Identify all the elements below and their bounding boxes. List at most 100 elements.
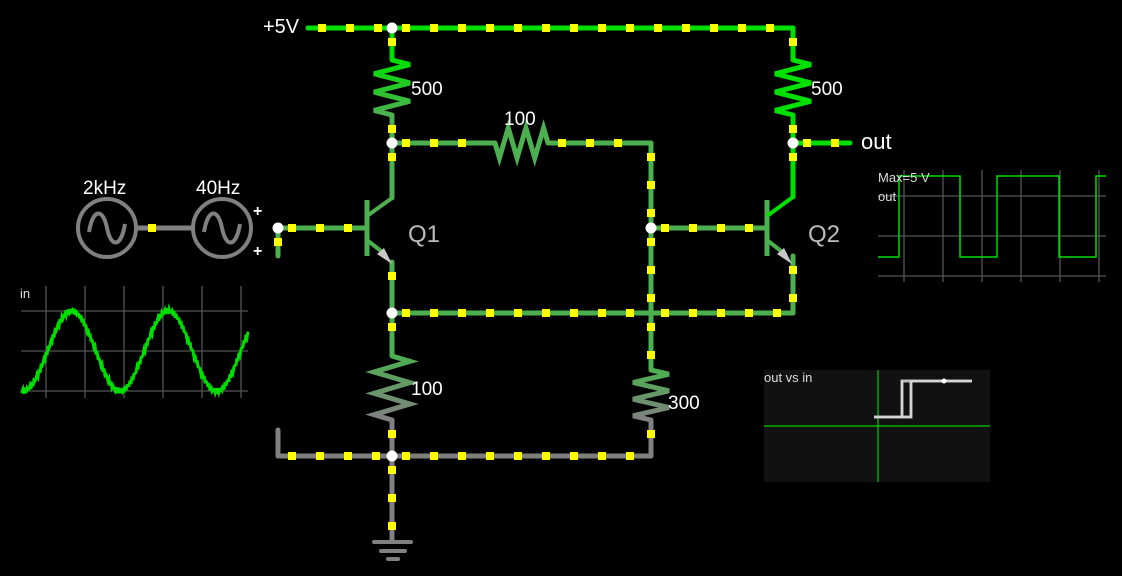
resistors bbox=[365, 57, 812, 423]
resistor-divider bbox=[632, 367, 670, 423]
current-dot bbox=[789, 153, 797, 161]
current-dot bbox=[626, 24, 634, 32]
q2-emitter-arrow-icon bbox=[777, 248, 792, 264]
current-dot bbox=[388, 430, 396, 438]
resistor-feedback bbox=[492, 119, 551, 167]
current-dot bbox=[388, 323, 396, 331]
transistor-q1[interactable] bbox=[364, 196, 394, 264]
current-dot bbox=[570, 24, 578, 32]
current-dot bbox=[626, 309, 634, 317]
junction-node bbox=[787, 137, 799, 149]
q2-collector-lead bbox=[765, 195, 795, 218]
supply-label: +5V bbox=[263, 16, 300, 38]
current-dot bbox=[789, 38, 797, 46]
q2-label: Q2 bbox=[808, 221, 840, 248]
junction-node bbox=[645, 222, 657, 234]
current-dot bbox=[789, 294, 797, 302]
current-dot bbox=[745, 224, 753, 232]
current-dot bbox=[689, 224, 697, 232]
current-dot bbox=[402, 139, 410, 147]
sine-source-icon bbox=[76, 197, 138, 259]
current-dot bbox=[316, 452, 324, 460]
current-dot bbox=[745, 309, 753, 317]
transistor-q2[interactable] bbox=[764, 195, 795, 264]
plus-sign-bottom: + bbox=[253, 243, 262, 260]
source-40hz[interactable] bbox=[191, 197, 253, 259]
current-dot bbox=[288, 452, 296, 460]
current-dot bbox=[430, 309, 438, 317]
current-dot bbox=[647, 430, 655, 438]
junction-node bbox=[386, 137, 398, 149]
scope-out-max-label: Max=5 V bbox=[878, 170, 930, 185]
junction-node bbox=[386, 22, 398, 34]
current-dot bbox=[388, 522, 396, 530]
current-dot bbox=[598, 24, 606, 32]
sine-source-icon bbox=[191, 197, 253, 259]
current-dot bbox=[647, 181, 655, 189]
current-dot bbox=[682, 24, 690, 32]
scope-xy[interactable]: out vs in bbox=[764, 370, 990, 482]
current-dot bbox=[773, 309, 781, 317]
scope-in-label: in bbox=[20, 286, 30, 301]
current-dot bbox=[402, 24, 410, 32]
junction-node bbox=[386, 307, 398, 319]
current-dot bbox=[647, 238, 655, 246]
current-dot bbox=[402, 309, 410, 317]
current-dot bbox=[430, 24, 438, 32]
current-dot bbox=[458, 24, 466, 32]
current-dot bbox=[647, 266, 655, 274]
current-dot bbox=[514, 309, 522, 317]
current-dot bbox=[717, 309, 725, 317]
current-dot bbox=[346, 24, 354, 32]
q1-label: Q1 bbox=[408, 221, 440, 248]
junction-node bbox=[272, 222, 284, 234]
junction-node bbox=[386, 450, 398, 462]
current-dot bbox=[486, 452, 494, 460]
current-dot bbox=[689, 309, 697, 317]
current-dot bbox=[647, 323, 655, 331]
r-collector-q2-label: 500 bbox=[811, 79, 843, 100]
ground-icon bbox=[372, 540, 413, 561]
current-dot bbox=[288, 224, 296, 232]
current-dot bbox=[514, 24, 522, 32]
current-dots bbox=[148, 24, 839, 530]
current-dot bbox=[458, 452, 466, 460]
current-dot bbox=[738, 24, 746, 32]
resistor-collector-q2 bbox=[774, 57, 812, 118]
scope-in-trace bbox=[20, 303, 250, 399]
r-emitter-label: 100 bbox=[411, 379, 443, 400]
current-dot bbox=[661, 309, 669, 317]
scope-in[interactable]: in bbox=[20, 286, 250, 399]
current-dot bbox=[274, 238, 282, 246]
current-dot bbox=[318, 24, 326, 32]
resistor-collector-q1 bbox=[373, 57, 411, 118]
q1-emitter-arrow-icon bbox=[377, 248, 392, 264]
current-dot bbox=[372, 452, 380, 460]
source-2khz[interactable] bbox=[76, 197, 138, 259]
current-dot bbox=[570, 309, 578, 317]
current-dot bbox=[388, 494, 396, 502]
current-dot bbox=[598, 309, 606, 317]
scope-out-trace bbox=[878, 175, 1106, 258]
current-dot bbox=[789, 266, 797, 274]
current-dot bbox=[710, 24, 718, 32]
scope-xy-current-point bbox=[941, 378, 947, 384]
current-dot bbox=[654, 24, 662, 32]
r-collector-q1-label: 500 bbox=[411, 79, 443, 100]
current-dot bbox=[803, 139, 811, 147]
current-dot bbox=[148, 224, 156, 232]
current-dot bbox=[647, 351, 655, 359]
current-dot bbox=[388, 272, 396, 280]
current-dot bbox=[344, 224, 352, 232]
current-dot bbox=[514, 452, 522, 460]
current-dot bbox=[614, 139, 622, 147]
current-dot bbox=[647, 153, 655, 161]
scope-out[interactable]: Max=5 V out bbox=[878, 170, 1106, 282]
current-dot bbox=[388, 38, 396, 46]
q1-collector-lead bbox=[365, 196, 394, 218]
current-dot bbox=[344, 452, 352, 460]
current-dot bbox=[316, 224, 324, 232]
current-dot bbox=[458, 139, 466, 147]
current-dot bbox=[374, 24, 382, 32]
